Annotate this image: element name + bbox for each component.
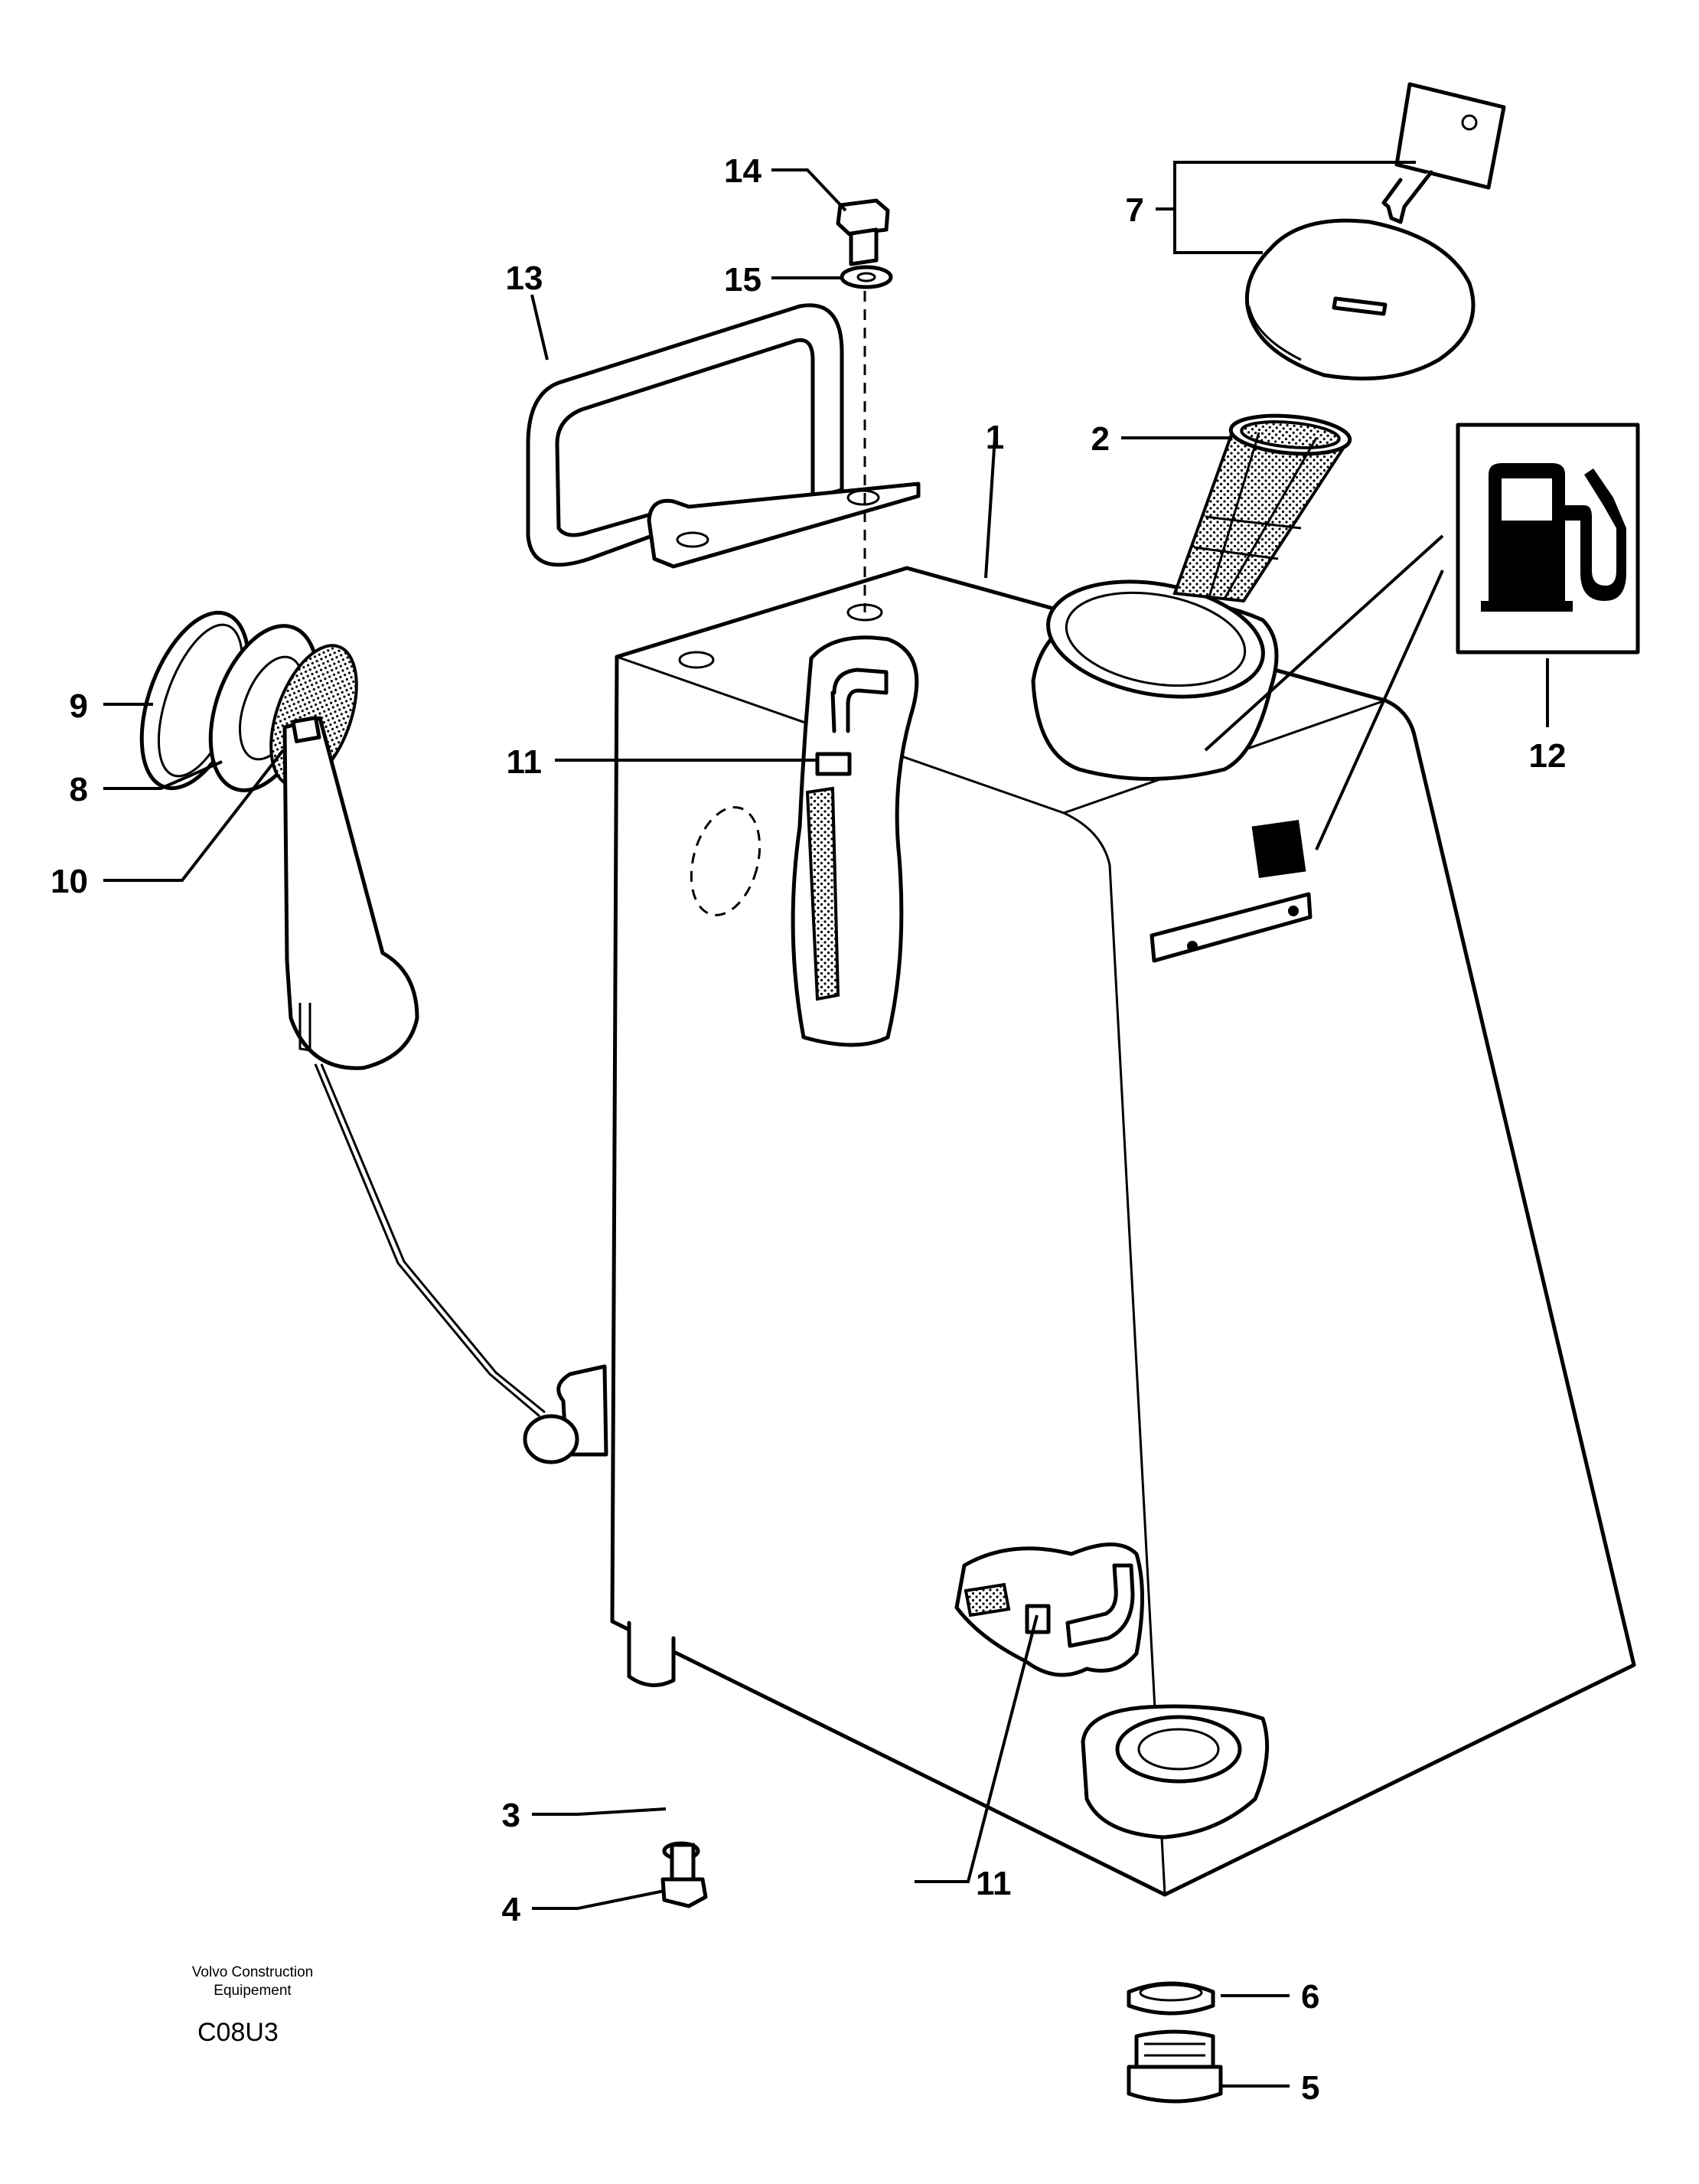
hose-clamp-upper-shape [815,752,852,776]
filler-strainer [1172,413,1352,603]
callout-labels: 1 2 3 4 5 6 7 8 9 10 11 11 12 13 14 15 [51,152,1566,2107]
drawing-code: C08U3 [197,2018,279,2047]
bolt [836,198,890,266]
callout-7: 7 [1126,191,1144,229]
callout-14: 14 [724,152,761,190]
fuel-tank [556,566,1636,1897]
callout-1: 1 [986,419,1004,456]
callout-15: 15 [724,261,761,299]
sealing-ring [1127,1981,1215,2016]
fuel-decal [1456,423,1640,655]
fuel-pump-icon [1481,463,1626,612]
callout-6: 6 [1301,1978,1319,2016]
callout-4: 4 [502,1891,521,1928]
callout-11-lower: 11 [976,1865,1012,1902]
callout-8: 8 [70,771,88,808]
threaded-plug [1127,2029,1223,2104]
fuel-level-sender [282,716,579,1464]
hose-clamp-lower-shape [1025,1604,1051,1634]
washer [840,265,893,289]
callout-5: 5 [1301,2069,1319,2107]
leader-lines [103,161,1549,2088]
callout-9: 9 [70,687,88,725]
credit-block: Volvo Construction Equipement C08U3 [192,1964,313,2047]
callout-13: 13 [506,260,543,297]
drain-plug [660,1843,708,1908]
callout-3: 3 [502,1797,520,1834]
locking-filler-cap-with-key [1244,82,1506,380]
callout-2: 2 [1091,420,1110,458]
callout-10: 10 [51,863,88,900]
callout-12: 12 [1529,737,1567,775]
credit-line-1: Volvo Construction [192,1964,313,1980]
callout-11-upper: 11 [506,743,542,781]
handle-bracket [526,303,921,569]
credit-line-2: Equipement [214,1983,292,1999]
